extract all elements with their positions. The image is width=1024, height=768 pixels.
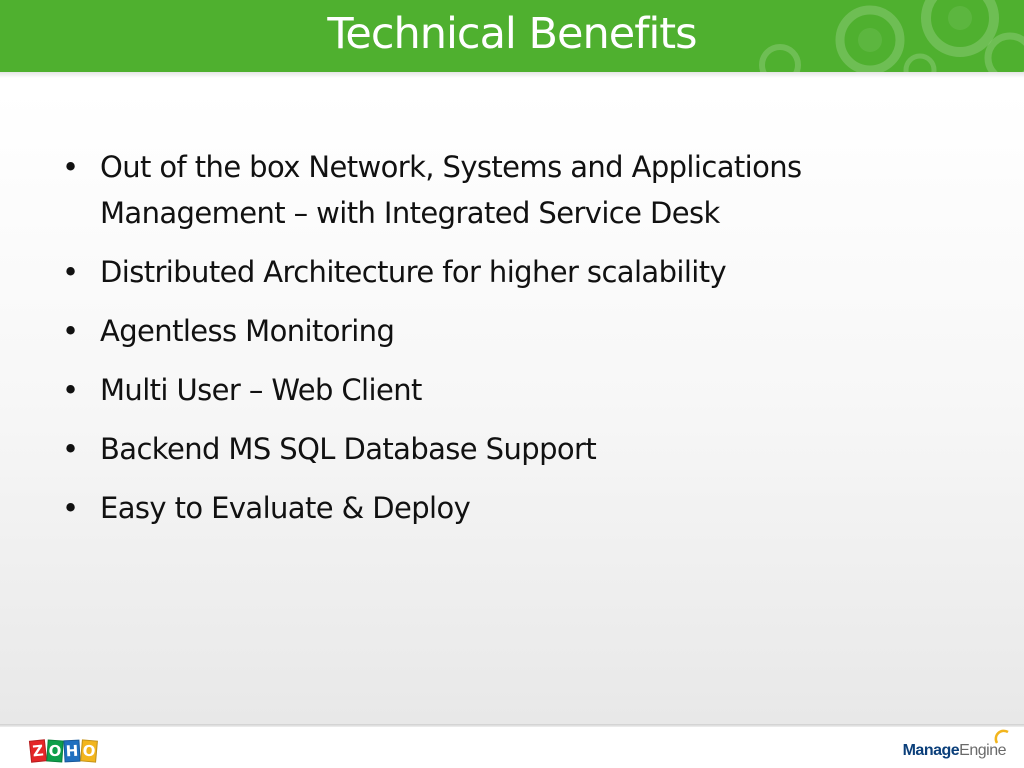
bullet-text: Agentless Monitoring bbox=[100, 314, 395, 348]
manageengine-arc-icon bbox=[994, 729, 1009, 744]
bullet-text: Backend MS SQL Database Support bbox=[100, 432, 597, 466]
manageengine-logo-engine: Engine bbox=[959, 742, 1006, 759]
footer: Z O H O ManageEngine bbox=[0, 727, 1024, 768]
bullet-icon: • bbox=[62, 432, 79, 466]
zoho-letter: O bbox=[46, 739, 64, 763]
list-item: • Backend MS SQL Database Support bbox=[60, 426, 960, 472]
manageengine-logo-manage: Manage bbox=[902, 742, 960, 759]
header-circles-decoration bbox=[759, 0, 1024, 72]
bullet-text: Multi User – Web Client bbox=[100, 373, 422, 407]
bullet-icon: • bbox=[62, 491, 79, 525]
footer-divider bbox=[0, 724, 1024, 727]
bullet-icon: • bbox=[62, 373, 79, 407]
header-band: Technical Benefits bbox=[0, 0, 1024, 72]
bullet-icon: • bbox=[62, 255, 79, 289]
bullet-text: Easy to Evaluate & Deploy bbox=[100, 491, 471, 525]
list-item: • Multi User – Web Client bbox=[60, 367, 960, 413]
header-shadow bbox=[0, 72, 1024, 78]
list-item: • Easy to Evaluate & Deploy bbox=[60, 485, 960, 531]
bullet-list: • Out of the box Network, Systems and Ap… bbox=[60, 144, 960, 544]
bullet-icon: • bbox=[62, 150, 79, 184]
list-item: • Agentless Monitoring bbox=[60, 308, 960, 354]
zoho-letter: Z bbox=[28, 739, 48, 763]
manageengine-logo-icon: ManageEngine bbox=[902, 729, 1009, 761]
bullet-text: Distributed Architecture for higher scal… bbox=[100, 255, 727, 289]
list-item: • Out of the box Network, Systems and Ap… bbox=[60, 144, 960, 236]
zoho-logo-icon: Z O H O bbox=[28, 739, 98, 766]
slide-title: Technical Benefits bbox=[327, 9, 697, 59]
list-item: • Distributed Architecture for higher sc… bbox=[60, 249, 960, 295]
bullet-text: Out of the box Network, Systems and Appl… bbox=[100, 150, 802, 230]
zoho-letter: H bbox=[63, 739, 81, 763]
bullet-icon: • bbox=[62, 314, 79, 348]
zoho-letter: O bbox=[80, 739, 98, 763]
